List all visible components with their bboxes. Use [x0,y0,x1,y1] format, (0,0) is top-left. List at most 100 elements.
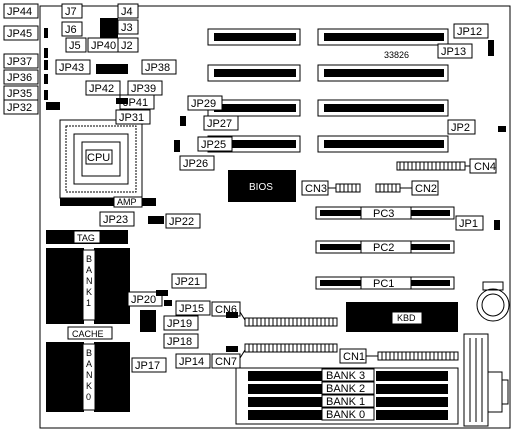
cn2-header [375,183,401,193]
jp45-label-box [3,25,39,41]
jumper-pins [174,140,180,152]
jp31-label-box [115,109,151,125]
jp18-label: JP18 [167,336,192,348]
jp20-label-box [127,291,163,307]
isa-slot [207,64,301,82]
jumper-pins [44,74,48,84]
isa-slot [207,28,301,46]
cache-bank1 [46,248,130,324]
pc3-label: PC3 [373,208,394,220]
bank1-num: 1 [86,298,91,308]
zif-lever [60,198,156,206]
jp26-label-box [179,155,215,171]
jp38-label: JP38 [145,62,170,74]
cn6-header [244,317,338,327]
j2-label: J2 [121,40,133,52]
jp35-label: JP35 [7,88,32,100]
jp36-label: JP36 [7,72,32,84]
jp23-label-box [99,211,135,227]
jp32-label-box [3,99,39,115]
jumper-pins [96,64,128,74]
jp2-label: JP2 [451,122,470,134]
isa-slots [207,28,449,153]
j2-label-box [117,37,139,53]
j4-label-box [117,3,139,19]
bank0-num: 0 [86,392,91,402]
jp2-label-box [447,119,476,135]
jp36-label-box [3,69,39,85]
j7-label: J7 [65,6,77,18]
jp1-label: JP1 [459,218,478,230]
bank0-k: K [86,381,92,391]
jp44-label-box [3,3,39,19]
jp41-label: JP41 [123,97,148,109]
jumper-pins [488,40,494,56]
jp42-label: JP42 [89,83,114,95]
cache-label: CACHE [72,329,104,339]
jp25-label-box [197,136,233,152]
jp39-label: JP39 [131,83,156,95]
j6-label-box [61,21,83,37]
cn1-label: CN1 [343,351,365,363]
j6-label: J6 [65,24,77,36]
bank1-k: K [86,287,92,297]
jp12-label-box [453,23,489,39]
jp37-label: JP37 [7,56,32,68]
amp-label: AMP [117,197,137,207]
isa-slot [317,99,449,117]
jp32-label: JP32 [7,102,32,114]
jumper-pins [226,346,238,352]
jumper-pins [44,48,48,58]
jp43-label: JP43 [59,62,84,74]
jumper-pins [180,116,186,126]
jp21-label-box [171,273,207,289]
jp14-label: JP14 [179,356,204,368]
simm-bank-3-label: BANK 3 [326,370,365,382]
j3-label: J3 [121,22,133,34]
bank0-n: N [86,370,93,380]
bios-label: BIOS [249,182,273,193]
pc1-label: PC1 [373,278,394,290]
jumper-pins [156,290,168,296]
jp18-label-box [163,333,199,349]
jumper-pins [116,98,128,104]
cn4-label: CN4 [474,161,496,173]
jp31-label: JP31 [119,112,144,124]
isa-slot [317,135,449,153]
tag-chip: TAG [46,230,128,244]
simm-bank-0-label: BANK 0 [326,409,365,421]
cn2-label: CN2 [415,183,437,195]
jp13-label-box [437,43,473,59]
j5-label-box [65,37,87,53]
isa-slot [317,64,449,82]
bank0-b: B [86,348,92,358]
pc2-label: PC2 [373,242,394,254]
jp19-label-box [163,315,199,331]
jp13-label: JP13 [441,46,466,58]
jp22-label: JP22 [169,216,194,228]
cn3-label: CN3 [305,183,327,195]
kbd-label: KBD [397,313,416,323]
jumper-pins [494,220,500,230]
bank1-n: N [86,276,93,286]
jp27-label-box [203,115,239,131]
jp20-label: JP20 [131,294,156,306]
jumper-pins [46,102,60,110]
jp19-label: JP19 [167,318,192,330]
board-number: 33826 [384,50,409,60]
jp40-label: JP40 [91,40,116,52]
j7-label-box [61,3,83,19]
jp42-label-box [85,80,121,96]
board-outline [39,5,511,429]
jumper-pins [164,300,172,306]
pc3-label-box [360,206,412,220]
jp25-label: JP25 [201,139,226,151]
isa-slot [317,28,449,46]
bank1-b: B [86,254,92,264]
jp27-label: JP27 [207,118,232,130]
jumper-pins [44,28,48,38]
cpu-socket: CPU [59,119,143,199]
